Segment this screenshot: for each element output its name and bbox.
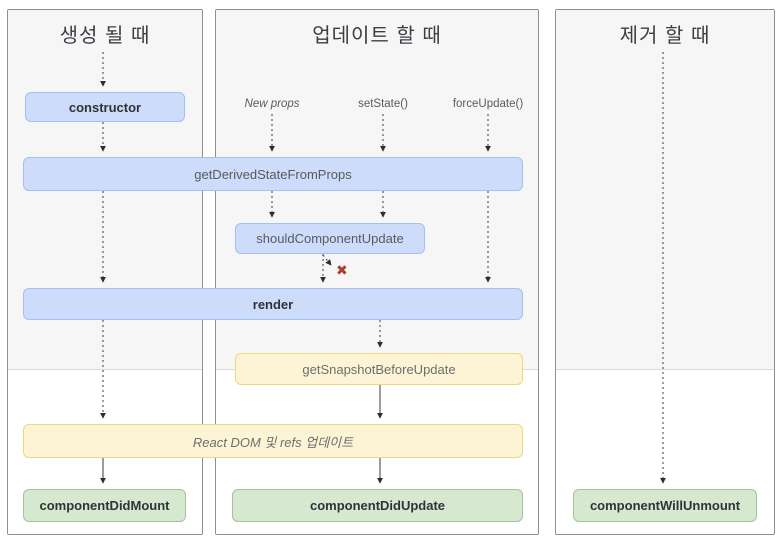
false-x-icon: ✖ <box>336 262 348 278</box>
panel-unmount-render-phase <box>556 10 774 370</box>
node-component-will-unmount: componentWillUnmount <box>573 489 757 522</box>
node-react-dom-refs-update: React DOM 및 refs 업데이트 <box>23 424 523 458</box>
node-render: render <box>23 288 523 320</box>
panel-unmount: 제거 할 때 <box>555 9 775 535</box>
column-title-unmount: 제거 할 때 <box>619 25 711 47</box>
node-component-did-mount: componentDidMount <box>23 489 186 522</box>
node-component-did-update: componentDidUpdate <box>232 489 523 522</box>
node-get-snapshot-before-update: getSnapshotBeforeUpdate <box>235 353 523 385</box>
trigger-force-update: forceUpdate() <box>452 98 524 110</box>
node-should-component-update: shouldComponentUpdate <box>235 223 425 254</box>
node-get-derived-state-from-props: getDerivedStateFromProps <box>23 157 523 191</box>
column-title-mount: 생성 될 때 <box>59 25 151 47</box>
trigger-set-state: setState() <box>358 98 408 110</box>
column-title-update: 업데이트 할 때 <box>312 25 442 47</box>
trigger-new-props: New props <box>244 98 300 110</box>
node-constructor: constructor <box>25 92 185 122</box>
